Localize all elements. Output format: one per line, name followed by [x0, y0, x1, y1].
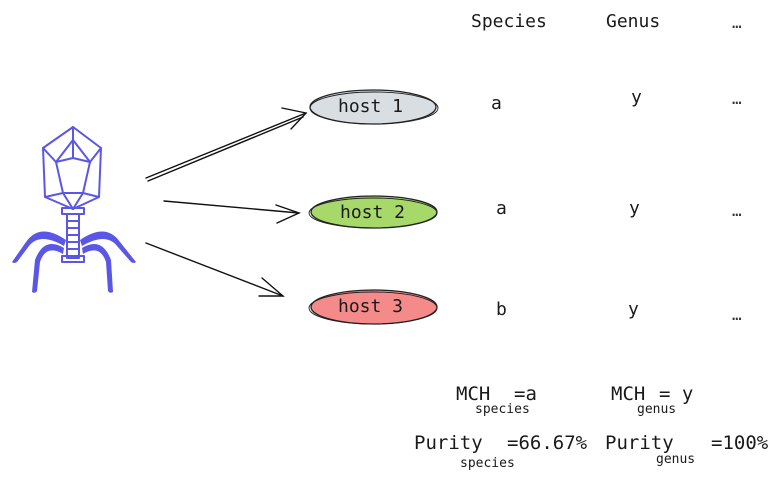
row-2-more: …	[732, 201, 742, 220]
mch-species-value: =a	[514, 383, 537, 405]
header-more: …	[732, 13, 742, 32]
purity-species-value: =66.67%	[507, 432, 588, 454]
host-2-shape	[308, 195, 438, 229]
arrow-to-host-1	[145, 107, 308, 182]
row-1-more: …	[732, 89, 742, 108]
mch-genus-value: = y	[659, 383, 694, 405]
purity-genus-subscript: genus	[656, 452, 696, 467]
host-1-shape	[309, 89, 439, 125]
row-1-genus: y	[631, 87, 642, 108]
purity-species-label: Purity	[414, 432, 483, 454]
row-1-species: a	[491, 93, 502, 114]
header-species: Species	[471, 11, 547, 32]
row-2-genus: y	[629, 198, 640, 219]
purity-genus-label: Purity	[605, 432, 674, 454]
arrow-to-host-2	[163, 200, 301, 224]
row-2-species: a	[496, 198, 507, 219]
phage-tail-fibers	[12, 231, 136, 293]
row-3-species: b	[496, 299, 507, 320]
purity-genus-value: =100%	[711, 432, 769, 454]
purity-species-subscript: species	[460, 456, 515, 471]
row-3-more: …	[732, 305, 742, 324]
mch-species-subscript: species	[475, 402, 530, 417]
host-3-label: host 3	[338, 296, 404, 317]
arrow-to-host-3	[145, 242, 285, 297]
mch-genus-label: MCH	[611, 383, 646, 405]
host-3-shape	[308, 289, 438, 325]
host-2-label: host 2	[340, 202, 406, 223]
header-genus: Genus	[606, 11, 661, 32]
bacteriophage-icon	[42, 126, 102, 263]
mch-genus-subscript: genus	[637, 402, 677, 417]
mch-species-label: MCH	[456, 383, 491, 405]
row-3-genus: y	[628, 299, 639, 320]
host-1-label: host 1	[338, 96, 404, 117]
